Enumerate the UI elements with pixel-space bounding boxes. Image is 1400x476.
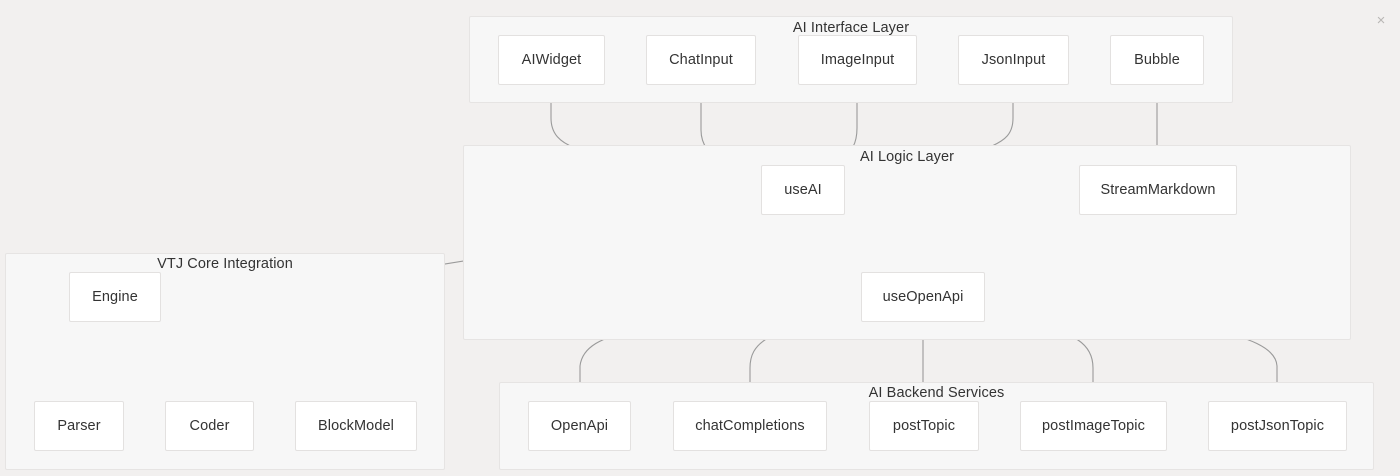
node-label-jsoninput: JsonInput [981,52,1046,68]
node-jsoninput[interactable]: JsonInput [958,35,1069,85]
node-label-coder: Coder [189,418,230,434]
node-useai[interactable]: useAI [761,165,845,215]
node-label-imageinput: ImageInput [820,52,895,68]
node-openapi[interactable]: OpenApi [528,401,631,451]
node-label-blockmodel: BlockModel [318,418,394,434]
subgraph-title-ai-backend-services: AI Backend Services [868,385,1005,401]
node-label-streammarkdown: StreamMarkdown [1100,182,1216,198]
node-bubble[interactable]: Bubble [1110,35,1204,85]
node-label-useai: useAI [784,182,822,198]
node-chatcompletions[interactable]: chatCompletions [673,401,827,451]
node-posttopic[interactable]: postTopic [869,401,979,451]
node-blockmodel[interactable]: BlockModel [295,401,417,451]
subgraph-title-ai-interface-layer: AI Interface Layer [792,20,910,36]
node-label-parser: Parser [57,418,101,434]
node-label-chatcompletions: chatCompletions [695,418,805,434]
node-engine[interactable]: Engine [69,272,161,322]
node-postimagetopic[interactable]: postImageTopic [1020,401,1167,451]
node-label-postjsontopic: postJsonTopic [1230,418,1325,434]
node-label-chatinput: ChatInput [669,52,733,68]
node-streammarkdown[interactable]: StreamMarkdown [1079,165,1237,215]
node-coder[interactable]: Coder [165,401,254,451]
node-label-aiwidget: AIWidget [521,52,582,68]
close-icon[interactable]: × [1376,11,1386,29]
node-label-postimagetopic: postImageTopic [1042,418,1145,434]
node-label-useopenapi: useOpenApi [882,289,964,305]
node-aiwidget[interactable]: AIWidget [498,35,605,85]
node-chatinput[interactable]: ChatInput [646,35,756,85]
node-postjsontopic[interactable]: postJsonTopic [1208,401,1347,451]
node-label-engine: Engine [92,289,138,305]
subgraph-title-vtj-core-integration: VTJ Core Integration [157,256,293,272]
node-label-bubble: Bubble [1134,52,1180,68]
node-imageinput[interactable]: ImageInput [798,35,917,85]
node-useopenapi[interactable]: useOpenApi [861,272,985,322]
node-parser[interactable]: Parser [34,401,124,451]
node-label-openapi: OpenApi [550,418,609,434]
node-label-posttopic: postTopic [892,418,956,434]
subgraph-title-ai-logic-layer: AI Logic Layer [859,149,955,165]
